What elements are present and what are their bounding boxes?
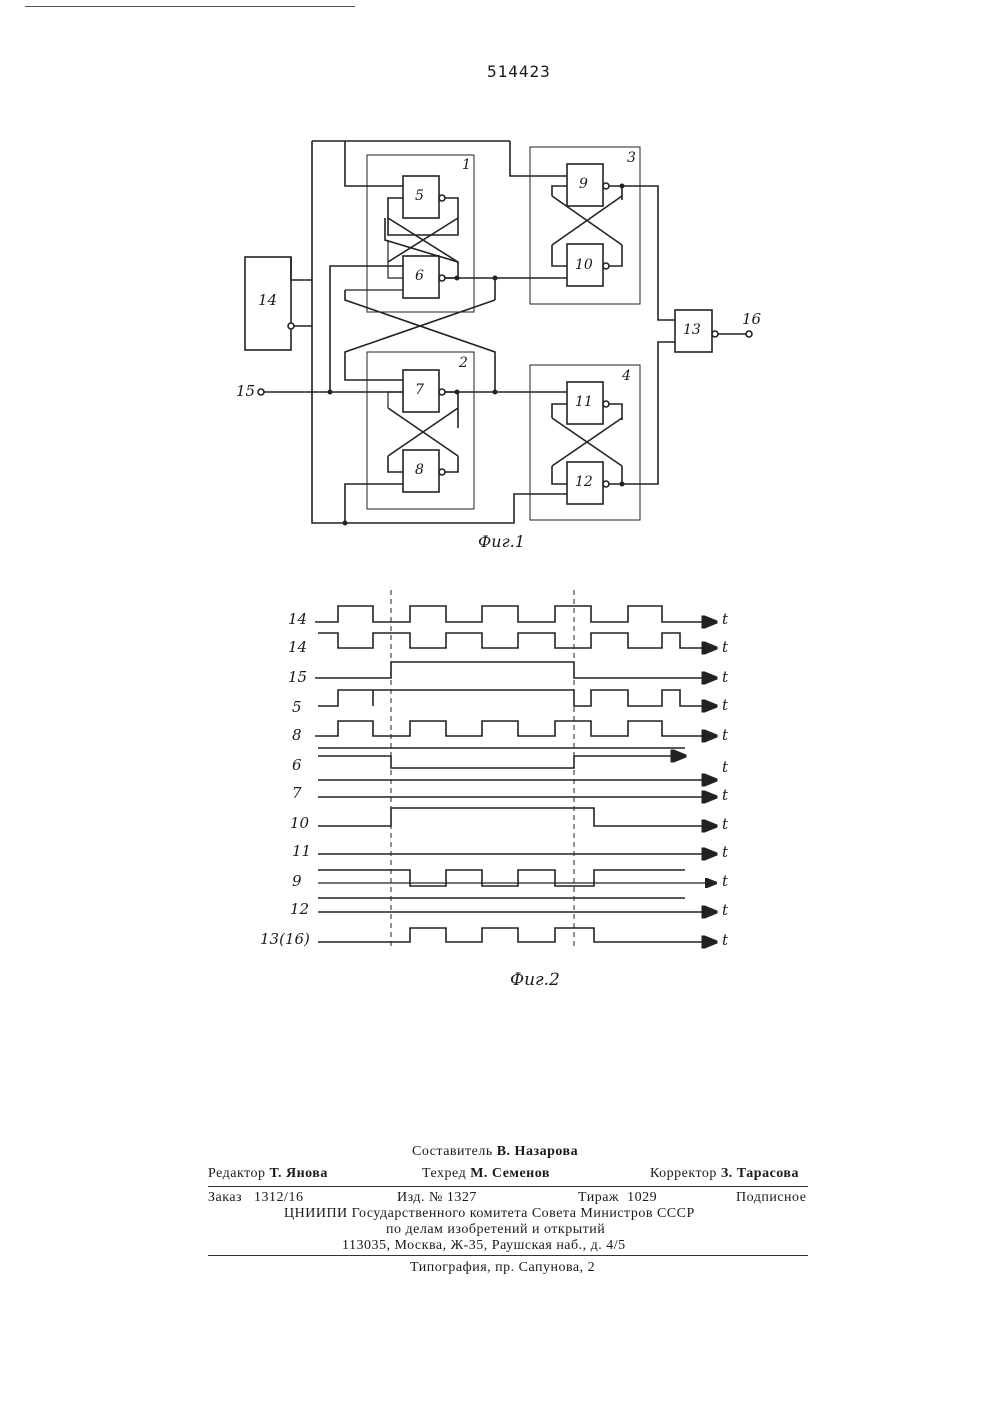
axis-label-t-8: t <box>722 815 728 833</box>
subscription: Подписное <box>736 1190 806 1206</box>
row-label-15: 15 <box>288 668 307 686</box>
footer-rule-2 <box>208 1255 808 1256</box>
edition-number: Изд. № 1327 <box>397 1190 477 1206</box>
axis-label-t-10: t <box>722 872 728 890</box>
row-label-7: 7 <box>292 784 302 802</box>
waveform-15 <box>315 662 716 678</box>
figure-2-caption: Фиг.2 <box>510 970 560 990</box>
axis-label-t-3: t <box>722 668 728 686</box>
corrector-line: Корректор З. Тарасова <box>650 1166 799 1182</box>
row-label-11: 11 <box>292 842 311 860</box>
row-label-12: 12 <box>290 900 309 918</box>
corrector-label: Корректор <box>650 1166 717 1181</box>
compiler-label: Составитель <box>412 1144 493 1159</box>
waveform-14a <box>315 606 716 622</box>
order-number: Заказ 1312/16 <box>208 1190 303 1206</box>
compiler-line: Составитель В. Назарова <box>412 1144 578 1160</box>
techred-line: Техред М. Семенов <box>422 1166 550 1182</box>
editor-label: Редактор <box>208 1166 266 1181</box>
axis-label-t-11: t <box>722 901 728 919</box>
row-label-5: 5 <box>292 698 302 716</box>
printer: Типография, пр. Сапунова, 2 <box>410 1260 595 1276</box>
techred-label: Техред <box>422 1166 466 1181</box>
waveform-10 <box>318 808 716 826</box>
axis-label-t-12: t <box>722 931 728 949</box>
axis-label-t-6: t <box>722 758 728 776</box>
row-label-10: 10 <box>290 814 309 832</box>
row-label-9: 9 <box>292 872 302 890</box>
row-label-14b: 14 <box>288 638 307 656</box>
footer-rule-1 <box>208 1186 808 1187</box>
axis-label-t-7: t <box>722 786 728 804</box>
waveform-8 <box>315 721 716 736</box>
axis-label-t-4: t <box>722 696 728 714</box>
waveform-6 <box>318 756 685 768</box>
editor-name: Т. Янова <box>270 1166 328 1181</box>
corrector-name: З. Тарасова <box>721 1166 799 1181</box>
axis-label-t-2: t <box>722 638 728 656</box>
axis-label-t-5: t <box>722 726 728 744</box>
waveform-14b <box>318 633 716 648</box>
org-line-2: по делам изобретений и открытий <box>386 1222 605 1238</box>
axis-label-t-1: t <box>722 610 728 628</box>
address: 113035, Москва, Ж-35, Раушская наб., д. … <box>342 1238 626 1254</box>
axis-label-t-9: t <box>722 843 728 861</box>
org-line-1: ЦНИИПИ Государственного комитета Совета … <box>284 1206 695 1222</box>
waveform-13-16 <box>318 928 716 942</box>
circulation: Тираж 1029 <box>578 1190 657 1206</box>
waveform-5 <box>318 690 716 706</box>
editor-line: Редактор Т. Янова <box>208 1166 328 1182</box>
row-label-14a: 14 <box>288 610 307 628</box>
figure-2-timing-diagram <box>0 0 1000 1000</box>
row-label-8: 8 <box>292 726 302 744</box>
row-label-6: 6 <box>292 756 302 774</box>
compiler-name: В. Назарова <box>497 1144 578 1159</box>
techred-name: М. Семенов <box>470 1166 550 1181</box>
row-label-13-16: 13(16) <box>260 930 310 948</box>
